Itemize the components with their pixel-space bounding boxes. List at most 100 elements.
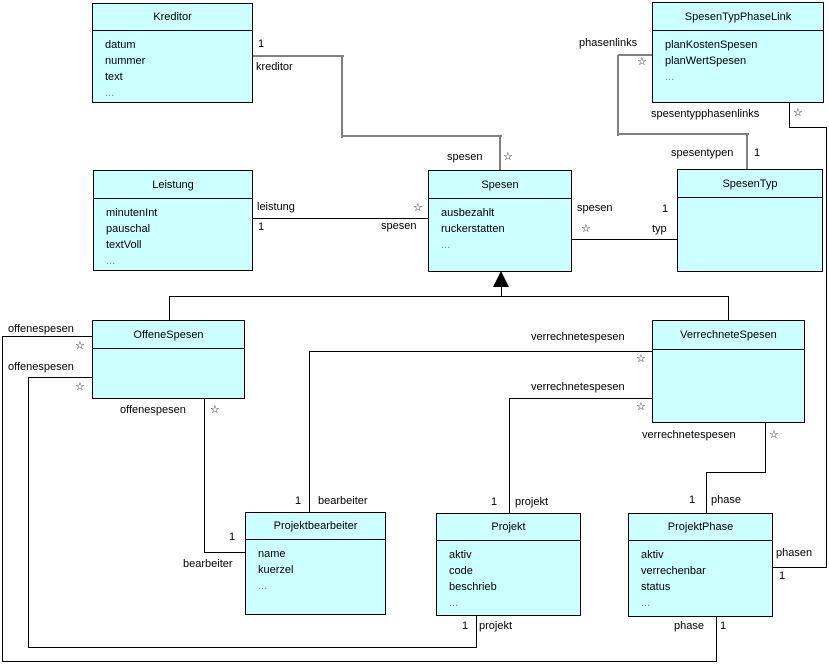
role-label: bearbeiter [318,495,368,507]
edge-spesentypphaselink-projektphase[interactable] [789,127,827,128]
edge-offenespesen-projektphase[interactable] [716,617,717,662]
edge-offenespesen-projektbearbeiter[interactable] [204,552,246,553]
edge-spesentyp-phasenlinks[interactable] [746,134,748,171]
many-multiplicity-star-icon: ☆ [75,381,85,393]
class-spesentyp[interactable]: SpesenTyp [677,169,823,272]
class-title: SpesenTyp [678,170,822,198]
edge-verrechnetespesen-projektbearbeiter[interactable] [309,351,310,513]
class-verrechnetespesen[interactable]: VerrechneteSpesen [652,320,805,423]
multiplicity-label: 1 [491,496,498,508]
edge-spesentyp-phasenlinks[interactable] [618,54,654,56]
edge-verrechnetespesen-projektphase[interactable] [765,423,766,473]
edge-offenespesen-projektphase[interactable] [2,661,717,662]
edge-kreditor-spesen[interactable] [341,56,343,138]
edge-spesentypphaselink-projektphase[interactable] [773,567,827,568]
edge-verrechnetespesen-projektphase[interactable] [706,472,707,514]
role-label: spesen [381,220,417,232]
edge-kreditor-spesen[interactable] [499,136,501,172]
multiplicity-label: 1 [462,620,469,632]
role-label: verrechnetespesen [642,429,736,441]
edge-kreditor-spesen[interactable] [342,135,502,137]
edge-verrechnetespesen-projektbearbeiter[interactable] [309,351,653,352]
edge-offenespesen-projekt[interactable] [28,647,477,648]
class-title: ProjektPhase [629,514,772,541]
edge-generalization-offene-verrechnete-spesen[interactable] [728,296,729,321]
role-label: typ [652,223,667,235]
many-multiplicity-star-icon: ☆ [793,107,803,119]
class-attributes-compartment [678,198,822,204]
role-label: phase [711,494,741,506]
class-attributes-compartment [653,350,804,356]
role-label: offenespesen [8,323,74,335]
class-attribute: ruckerstatten [441,223,505,235]
many-multiplicity-star-icon: ☆ [636,353,646,365]
edge-offenespesen-projekt[interactable] [28,377,93,378]
many-multiplicity-star-icon: ☆ [210,404,220,416]
edge-offenespesen-projektbearbeiter[interactable] [204,399,205,553]
multiplicity-label: 1 [258,38,265,50]
role-label: phasenlinks [579,37,638,49]
many-multiplicity-star-icon: ☆ [769,429,779,441]
edge-kreditor-spesen[interactable] [253,55,344,57]
class-attribute: datum [105,39,136,51]
edge-generalization-offene-verrechnete-spesen[interactable] [169,296,170,321]
class-offenespesen[interactable]: OffeneSpesen [92,320,245,399]
role-label: phase [674,620,704,632]
class-attribute: planWertSpesen [665,55,747,67]
edge-verrechnetespesen-projekt[interactable] [509,398,653,399]
edge-verrechnetespesen-projektphase[interactable] [706,472,766,473]
class-title: Spesen [429,171,571,199]
class-attribute: status [641,581,671,593]
class-title: VerrechneteSpesen [653,321,804,350]
role-label: projekt [515,496,549,508]
edge-offenespesen-projekt[interactable] [28,377,29,648]
class-attribute-ellipsis: ... [641,597,651,609]
class-title: Projektbearbeiter [246,513,385,540]
role-label: phasen [776,547,813,559]
edge-spesentypphaselink-projektphase[interactable] [789,103,790,128]
class-attribute: aktiv [641,549,664,561]
edge-offenespesen-projekt[interactable] [476,616,477,648]
many-multiplicity-star-icon: ☆ [413,202,423,214]
class-attribute: verrechenbar [641,565,706,577]
edge-spesentyp-phasenlinks[interactable] [618,133,749,135]
edge-offenespesen-projektphase[interactable] [2,336,3,662]
class-attribute-ellipsis: ... [441,239,451,251]
class-attribute: kuerzel [258,564,294,576]
class-attribute: code [449,565,473,577]
class-attribute: name [258,548,286,560]
edge-spesentypphaselink-projektphase[interactable] [826,127,827,568]
many-multiplicity-star-icon: ☆ [581,223,591,235]
class-attributes-compartment [93,349,244,355]
edge-verrechnetespesen-projekt[interactable] [509,398,510,514]
class-attribute: text [105,71,123,83]
many-multiplicity-star-icon: ☆ [503,151,513,163]
role-label: offenespesen [120,404,186,416]
role-label: bearbeiter [183,558,233,570]
multiplicity-label: 1 [779,570,786,582]
edge-spesen-spesentyp[interactable] [572,239,678,240]
class-attribute: aktiv [449,549,472,561]
edge-offenespesen-projektphase[interactable] [2,336,93,337]
role-label: leistung [257,201,295,213]
multiplicity-label: 1 [258,221,265,233]
class-title: OffeneSpesen [93,321,244,349]
edge-generalization-offene-verrechnete-spesen[interactable] [501,286,502,297]
edge-spesentyp-phasenlinks[interactable] [617,55,619,136]
role-label: spesentypen [671,147,734,159]
edge-leistung-spesen[interactable] [253,218,429,219]
class-projektphase[interactable]: ProjektPhase aktiv verrechenbar status... [628,513,773,617]
edge-generalization-offene-verrechnete-spesen[interactable] [169,296,729,297]
class-attribute: nummer [105,55,146,67]
role-label: verrechnetespesen [531,331,625,343]
